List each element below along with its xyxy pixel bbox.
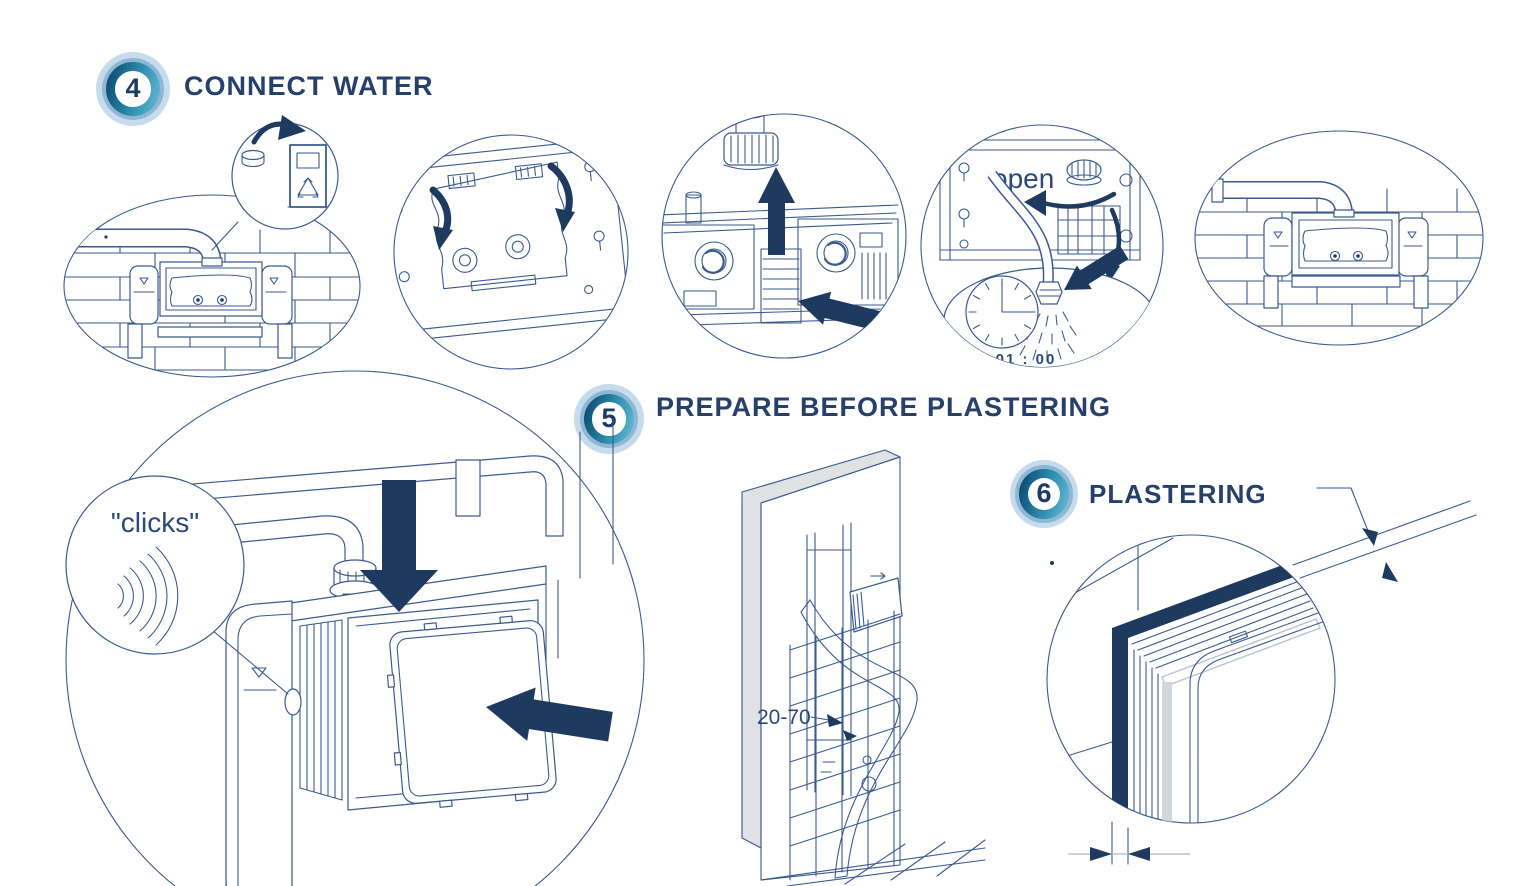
lift-up-arrow-icon: [758, 167, 795, 255]
bellows-cover: [299, 619, 343, 801]
step4-badge-disc: 4: [106, 62, 160, 116]
recycle-callout: [231, 115, 339, 230]
figure-attach-protection-plate: "clicks": [65, 370, 645, 886]
cap-icon: [241, 149, 265, 168]
figure-open-cover-flaps: [393, 134, 629, 370]
step4-badge: 4: [96, 52, 170, 126]
timer-label: 00 : 01 : 00: [956, 351, 1057, 368]
dimension-arrow-icon: [827, 714, 843, 727]
wall-corner-lines: [579, 419, 614, 579]
plaster-cutaway-curve: [800, 599, 918, 879]
wall-edge: [741, 449, 901, 849]
step5-badge-core: 5: [592, 402, 626, 436]
step6-number: 6: [1036, 478, 1052, 509]
step4-badge-core: 4: [115, 71, 151, 107]
figure-plaster-edge: [1046, 487, 1477, 865]
step4-title: CONNECT WATER: [184, 71, 434, 101]
step4-badge-ring: 4: [101, 57, 165, 121]
figure-remove-cap-recycle: [63, 115, 361, 378]
clicks-callout: "clicks": [65, 475, 289, 695]
cistern-frame: [127, 261, 293, 359]
cistern-frame: [1263, 212, 1429, 309]
fold-arrow-right-icon: [547, 162, 575, 232]
thickness-dimension-bottom: [1068, 821, 1190, 865]
figure-open-water-flush: open: [920, 124, 1164, 368]
water-pipe-connected: [1211, 178, 1355, 218]
step5-badge-disc: 5: [583, 393, 635, 445]
dot-mark: [1050, 561, 1054, 565]
step6-badge-core: 6: [1027, 477, 1061, 511]
dimension-arrow-icon3: [1362, 528, 1378, 546]
cistern-panel: [939, 139, 1141, 261]
dimension-arrow-icon2: [843, 730, 857, 741]
step6-title: PLASTERING: [1089, 479, 1267, 509]
plate-gray-side: [1162, 682, 1172, 823]
frame-in-wall: [806, 522, 877, 797]
fold-arrow-left-icon: [429, 186, 453, 250]
distance-label: 20-70: [757, 706, 811, 729]
protection-plate: [386, 615, 557, 808]
frame-layers: [1131, 579, 1314, 823]
dimension-arrow-icon5: [1090, 847, 1112, 861]
plate-in-wall: [849, 572, 903, 633]
floor-tiles: [760, 839, 986, 886]
step6-badge-disc: 6: [1019, 469, 1069, 519]
step5-badge: 5: [574, 384, 644, 454]
press-arrow-icon: [1064, 245, 1129, 290]
water-pipe: [64, 225, 223, 267]
figure-lift-valve: [661, 113, 907, 359]
clock-icon: [965, 275, 1039, 349]
thickness-dimension-top: [1292, 487, 1477, 582]
plate-gray-edge: [1161, 618, 1321, 687]
curved-arrow-head: [278, 115, 306, 140]
figure-wall-distance: 20-70: [741, 449, 986, 886]
dimension-arrow-icon4: [1382, 562, 1398, 582]
tile-joint-lines: [1049, 535, 1174, 761]
dimension-arrow-icon6: [1128, 847, 1150, 861]
valve-knob-icon: [1066, 159, 1102, 186]
figure-frame-connected: [1194, 130, 1484, 346]
flush-hose: [987, 170, 1063, 305]
step6-badge-ring: 6: [1015, 465, 1073, 523]
step4-number: 4: [125, 73, 141, 104]
step5-title: PREPARE BEFORE PLASTERING: [656, 392, 1112, 422]
step6-badge: 6: [1010, 460, 1078, 528]
plate-corner: [1189, 593, 1335, 823]
distance-annotation: 20-70: [757, 706, 857, 741]
recycle-bin-icon: [287, 144, 329, 208]
press-down-arrow-icon: [360, 480, 438, 612]
sound-waves-icon: [117, 546, 179, 646]
push-left-arrow-icon: [486, 687, 613, 742]
tile-grid: [789, 610, 901, 881]
knurled-nut-icon: [723, 114, 779, 171]
open-rotate-arrow-icon: [1024, 190, 1117, 216]
step5-badge-ring: 5: [579, 389, 639, 449]
clicks-label: "clicks": [111, 507, 199, 538]
wall-face: [760, 456, 901, 881]
brick-wall: [64, 225, 360, 371]
